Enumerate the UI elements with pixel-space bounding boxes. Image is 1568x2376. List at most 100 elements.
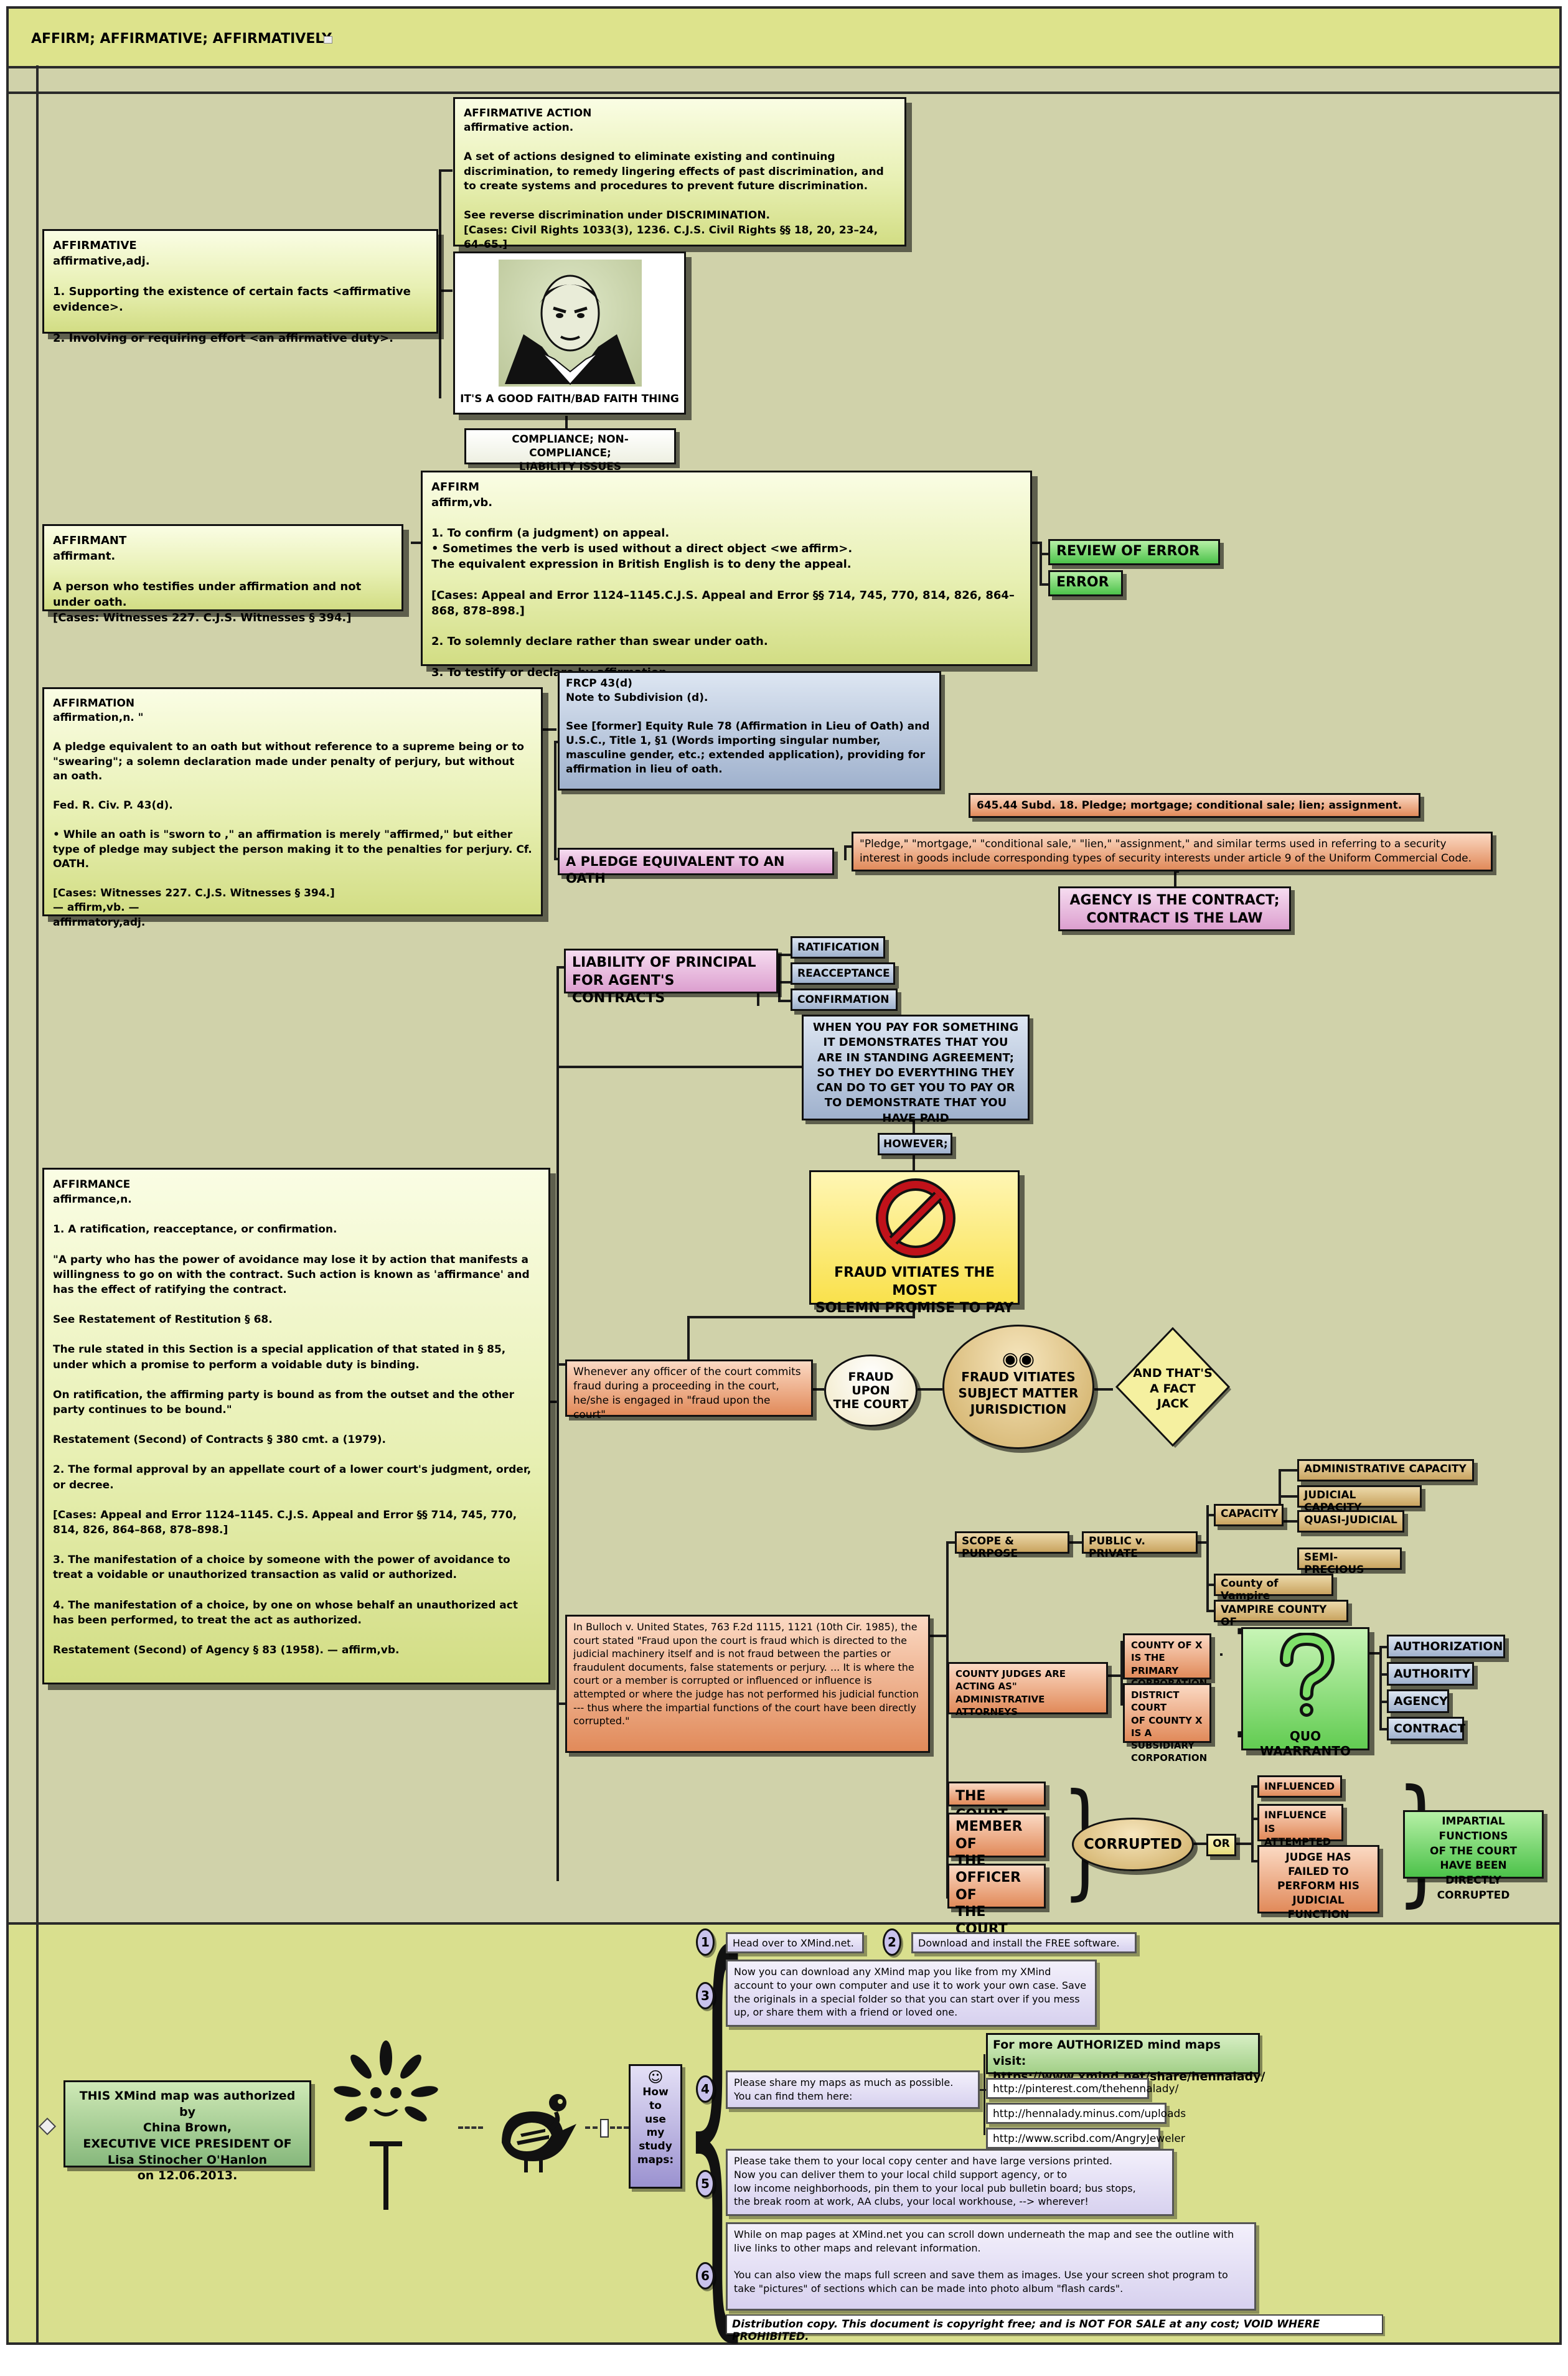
smiley-icon: ☺ xyxy=(647,2068,664,2086)
when-you-pay-box: WHEN YOU PAY FOR SOMETHING IT DEMONSTRAT… xyxy=(802,1015,1030,1125)
connector xyxy=(1032,542,1042,544)
influence-item-attempted: INFLUENCE IS ATTEMPTED xyxy=(1257,1804,1343,1848)
connector xyxy=(1379,1728,1387,1730)
step-number-4: 4 xyxy=(696,2075,715,2103)
dash-connector xyxy=(585,2126,598,2129)
step-number-5: 5 xyxy=(696,2170,715,2197)
pledge-statute-text: "Pledge," "mortgage," "conditional sale,… xyxy=(852,832,1493,871)
connector xyxy=(550,1401,559,1403)
connector xyxy=(439,169,453,172)
county-x-box: COUNTY OF X IS THE PRIMARY CORPORATION xyxy=(1123,1633,1211,1689)
step-number-3: 3 xyxy=(696,1982,715,2009)
public-private-topic: PUBLIC v. PRIVATE xyxy=(1082,1531,1198,1560)
connector xyxy=(556,1066,802,1068)
connector xyxy=(1379,1646,1387,1648)
dash-connector xyxy=(610,2126,629,2129)
quo-warranto-panel: QUO WAARRANTO xyxy=(1241,1627,1369,1759)
connector xyxy=(1094,1388,1113,1391)
connector xyxy=(1379,1701,1387,1703)
footer-rail xyxy=(6,1922,39,2345)
connector xyxy=(913,1149,915,1172)
page-title: AFFIRM; AFFIRMATIVE; AFFIRMATIVELY xyxy=(31,31,332,47)
court-item-officer: OFFICER OF THE COURT xyxy=(947,1864,1046,1937)
distribution-notice: Distribution copy. This document is copy… xyxy=(726,2314,1383,2343)
connector xyxy=(778,954,781,1002)
step-3-box: Now you can download any XMind map you l… xyxy=(726,1960,1097,2027)
vampire-county-topic: VAMPIRE COUNTY OF xyxy=(1214,1600,1348,1628)
how-to-label: How to use my study maps: xyxy=(637,2086,674,2166)
officer-of-court-note: Whenever any officer of the court commit… xyxy=(565,1359,813,1421)
prohibited-icon xyxy=(875,1177,957,1259)
connector xyxy=(1120,1641,1123,1706)
step-number-1: 1 xyxy=(696,1928,715,1956)
connector xyxy=(565,416,568,430)
sun-face-icon xyxy=(324,2036,448,2222)
header-bar xyxy=(6,6,1562,68)
connector xyxy=(1251,1860,1257,1862)
connector xyxy=(687,1316,915,1318)
link-scribd[interactable]: http://www.scribd.com/AngryJeweler xyxy=(986,2128,1185,2149)
liability-item-reacceptance: REACCEPTANCE xyxy=(791,962,895,985)
connector xyxy=(778,954,791,956)
connector xyxy=(1206,1610,1214,1612)
fraud-jurisdiction-bubble: ◉◉ FRAUD VITIATES SUBJECT MATTER JURISDI… xyxy=(942,1325,1094,1449)
connector xyxy=(1040,542,1042,585)
connector xyxy=(757,981,759,1006)
impartial-functions-box: IMPARTIAL FUNCTIONS OF THE COURT HAVE BE… xyxy=(1403,1810,1544,1902)
capacity-item-quasi-judicial: QUASI-JUDICIAL xyxy=(1297,1510,1404,1533)
fact-jack-diamond: AND THAT'S A FACT JACK xyxy=(1113,1327,1232,1449)
dash-connector xyxy=(458,2126,483,2129)
review-of-error-topic: REVIEW OF ERROR xyxy=(1048,539,1220,565)
connector xyxy=(1206,1505,1209,1611)
scope-purpose-topic: SCOPE & PURPOSE xyxy=(955,1531,1069,1560)
connector xyxy=(1069,1541,1082,1544)
link-pinterest[interactable]: http://pinterest.com/thehennalady/ xyxy=(986,2078,1178,2099)
step-number-2: 2 xyxy=(883,1928,901,1956)
connector xyxy=(844,845,847,860)
good-faith-panel: IT'S A GOOD FAITH/BAD FAITH THING xyxy=(453,251,686,415)
connector xyxy=(1279,1520,1297,1523)
affirmative-card: AFFIRMATIVE affirmative,adj. 1. Supporti… xyxy=(42,229,438,345)
frcp-note: FRCP 43(d) Note to Subdivision (d). See … xyxy=(558,671,941,791)
step-number-6: 6 xyxy=(696,2262,715,2289)
liability-item-ratification: RATIFICATION xyxy=(791,936,885,959)
affirmative-action-card: AFFIRMATIVE ACTION affirmative action. A… xyxy=(453,97,906,251)
good-faith-caption: IT'S A GOOD FAITH/BAD FAITH THING xyxy=(460,393,679,405)
connector xyxy=(1251,1818,1257,1820)
connector xyxy=(946,1541,955,1544)
connector xyxy=(1120,1641,1123,1643)
capacity-item-judicial: JUDICIAL CAPACITY xyxy=(1297,1485,1422,1514)
connector xyxy=(411,542,422,544)
connector xyxy=(913,1120,915,1134)
compliance-box: COMPLIANCE; NON-COMPLIANCE; LIABILITY IS… xyxy=(464,428,676,473)
link-minus[interactable]: http://hennalady.minus.com/uploads xyxy=(986,2103,1186,2124)
pledge-statute-title: 645.44 Subd. 18. Pledge; mortgage; condi… xyxy=(969,793,1420,818)
affirmant-card: AFFIRMANT affirmant. A person who testif… xyxy=(42,524,403,624)
connector xyxy=(1251,1785,1254,1862)
court-item-the-court: THE COURT xyxy=(947,1782,1046,1823)
error-topic: ERROR xyxy=(1048,570,1123,596)
connector xyxy=(1379,1673,1387,1676)
connector xyxy=(1235,1843,1254,1845)
connector xyxy=(1279,1495,1297,1498)
connector xyxy=(439,169,441,332)
affirmance-card: AFFIRMANCE affirmance,n. 1. A ratificati… xyxy=(42,1168,550,1684)
influence-item-judge: JUDGE HAS FAILED TO PERFORM HIS JUDICIAL… xyxy=(1257,1845,1379,1921)
inner-top-strip xyxy=(6,65,1562,94)
connector xyxy=(1108,1674,1123,1677)
connector xyxy=(556,966,559,1881)
connector xyxy=(918,1388,942,1391)
fraud-promise-label: FRAUD VITIATES THE MOST SOLEMN PROMISE T… xyxy=(815,1265,1014,1317)
connector xyxy=(1251,1785,1257,1788)
bulloch-quote: In Bulloch v. United States, 763 F.2d 11… xyxy=(565,1615,930,1753)
collapse-toggle[interactable] xyxy=(600,2119,609,2138)
sankofa-bird-icon xyxy=(489,2087,583,2174)
more-maps-box[interactable]: For more AUTHORIZED mind maps visit: htt… xyxy=(986,2033,1265,2083)
liability-item-confirmation: CONFIRMATION xyxy=(791,988,898,1011)
semi-precious-topic: SEMI-PRECIOUS xyxy=(1297,1547,1402,1576)
connector xyxy=(1198,1541,1209,1544)
connector xyxy=(556,1363,565,1366)
agency-contract-topic: AGENCY IS THE CONTRACT; CONTRACT IS THE … xyxy=(1058,886,1291,931)
quo-item-contract: CONTRACT xyxy=(1387,1717,1465,1740)
connector xyxy=(1220,1653,1223,1656)
